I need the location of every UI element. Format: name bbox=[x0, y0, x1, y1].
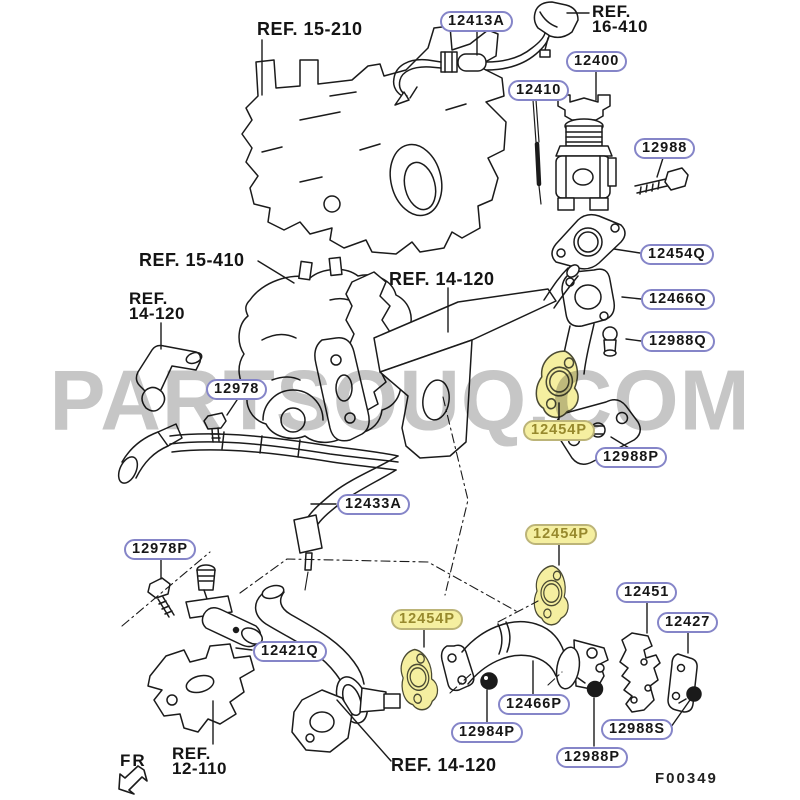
ref-label-14-120-left-line1: REF. bbox=[129, 289, 168, 308]
plate-12427-drawing bbox=[667, 653, 698, 713]
part-callout-12400[interactable]: 12400 bbox=[566, 51, 628, 72]
ref-label-16-410: REF. 16-410 bbox=[592, 2, 648, 36]
figure-code: F00349 bbox=[655, 770, 718, 787]
ref-label-12-110-line2: 12-110 bbox=[172, 759, 227, 778]
part-callout-12433a[interactable]: 12433A bbox=[337, 494, 410, 515]
part-callout-12454p-right[interactable]: 12454P bbox=[523, 420, 595, 441]
stud-12988q-drawing bbox=[602, 326, 618, 357]
gasket-12454p-left-drawing bbox=[400, 648, 439, 711]
ref-label-16-410-line2: 16-410 bbox=[592, 17, 648, 36]
gasket-12454q-drawing bbox=[551, 213, 626, 270]
part-callout-12421q[interactable]: 12421Q bbox=[253, 641, 327, 662]
ref-label-12-110-line1: REF. bbox=[172, 744, 211, 763]
bolt-12988-drawing bbox=[634, 167, 689, 195]
part-callout-12454p-left[interactable]: 12454P bbox=[391, 609, 463, 630]
ref-label-16-410-line1: REF. bbox=[592, 2, 631, 21]
part-callout-12984p[interactable]: 12984P bbox=[451, 722, 523, 743]
air-hose-drawing bbox=[254, 584, 401, 753]
egr-valve-12400-drawing bbox=[555, 94, 617, 211]
solenoid-12421q-drawing bbox=[185, 564, 264, 648]
part-callout-12410[interactable]: 12410 bbox=[508, 80, 570, 101]
part-callout-12978[interactable]: 12978 bbox=[206, 379, 268, 400]
ref-label-15-410: REF. 15-410 bbox=[139, 250, 245, 270]
ref-label-14-120-left: REF. 14-120 bbox=[129, 289, 185, 323]
part-callout-12454q[interactable]: 12454Q bbox=[640, 244, 714, 265]
part-callout-12978p[interactable]: 12978P bbox=[124, 539, 196, 560]
front-indicator-label: FR bbox=[120, 751, 147, 770]
vacuum-hose-12413a-drawing bbox=[392, 1, 579, 106]
bolt-12988s-drawing bbox=[678, 686, 702, 704]
left-bracket-drawing bbox=[135, 344, 203, 397]
ref-label-14-120-left-line2: 14-120 bbox=[129, 304, 185, 323]
part-callout-12451[interactable]: 12451 bbox=[616, 582, 678, 603]
ref-label-14-120-center: REF. 14-120 bbox=[389, 269, 495, 289]
egr-pipe-12466p-drawing bbox=[440, 620, 609, 692]
rod-12410-drawing bbox=[532, 99, 542, 205]
intake-manifold-drawing bbox=[241, 25, 507, 255]
hose-assy-12433a-drawing bbox=[117, 386, 399, 591]
part-callout-12988p-bottom[interactable]: 12988P bbox=[556, 747, 628, 768]
part-callout-12454p-middle[interactable]: 12454P bbox=[525, 524, 597, 545]
assembly-boundary-lines bbox=[121, 396, 563, 694]
part-callout-12988q[interactable]: 12988Q bbox=[641, 331, 715, 352]
bolt-12988p-bottom-drawing bbox=[577, 677, 604, 698]
part-callout-12988s[interactable]: 12988S bbox=[601, 719, 673, 740]
ref-label-15-210: REF. 15-210 bbox=[257, 19, 363, 39]
part-callout-12988p-right[interactable]: 12988P bbox=[595, 447, 667, 468]
ref-label-12-110: REF. 12-110 bbox=[172, 744, 227, 778]
bracket-ref12110-drawing bbox=[147, 643, 255, 733]
egr-cooler-drawing bbox=[314, 264, 580, 459]
part-callout-12427[interactable]: 12427 bbox=[657, 612, 719, 633]
gasket-12454p-right-drawing bbox=[535, 350, 579, 419]
front-direction-arrow bbox=[118, 765, 148, 795]
gasket-12454p-middle-drawing bbox=[533, 565, 569, 626]
part-callout-12413a[interactable]: 12413A bbox=[440, 11, 513, 32]
part-callout-12988[interactable]: 12988 bbox=[634, 138, 696, 159]
bolt-12978p-drawing bbox=[147, 577, 175, 618]
part-callout-12466p[interactable]: 12466P bbox=[498, 694, 570, 715]
leader-lines bbox=[160, 12, 691, 762]
ref-label-14-120-bottom: REF. 14-120 bbox=[391, 755, 497, 775]
bracket-12451-drawing bbox=[619, 632, 661, 713]
nut-12984p-drawing bbox=[480, 672, 498, 690]
part-callout-12466q[interactable]: 12466Q bbox=[641, 289, 715, 310]
